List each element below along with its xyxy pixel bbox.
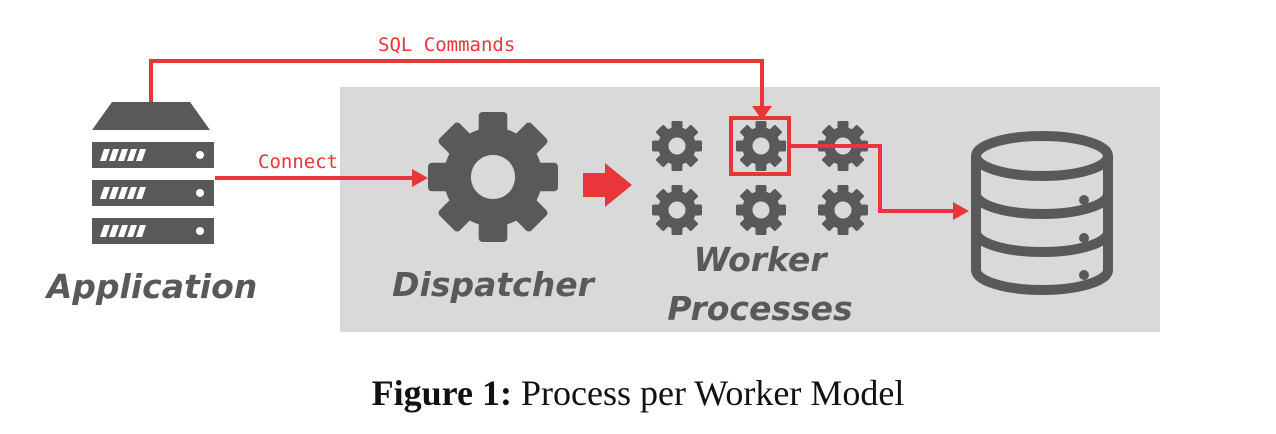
worker-gear-icon <box>652 121 702 171</box>
worker-to-db-arrow <box>789 144 969 220</box>
sql-commands-label: SQL Commands <box>378 34 515 56</box>
connect-label: Connect <box>258 151 338 173</box>
connect-arrow <box>215 169 428 187</box>
caption-text: Process per Worker Model <box>520 373 905 413</box>
figure-caption: Figure 1: Process per Worker Model <box>0 372 1276 414</box>
worker-processes-label-line2: Processes <box>667 289 852 328</box>
worker-gear-icon <box>736 185 786 235</box>
worker-gear-icon <box>652 185 702 235</box>
gear-icon <box>428 112 558 242</box>
server-icon <box>92 102 214 244</box>
database-indicator-dots <box>1079 195 1089 280</box>
sql-commands-arrow <box>149 59 772 120</box>
caption-prefix: Figure 1: <box>371 373 512 413</box>
dispatcher-label: Dispatcher <box>392 265 595 304</box>
worker-gear-icon <box>818 185 868 235</box>
worker-processes-label-line1: Worker <box>694 240 829 279</box>
database-icon <box>971 131 1113 295</box>
worker-gear-icon <box>736 121 786 171</box>
arrow-right-icon <box>583 163 632 207</box>
application-label: Application <box>44 267 258 306</box>
